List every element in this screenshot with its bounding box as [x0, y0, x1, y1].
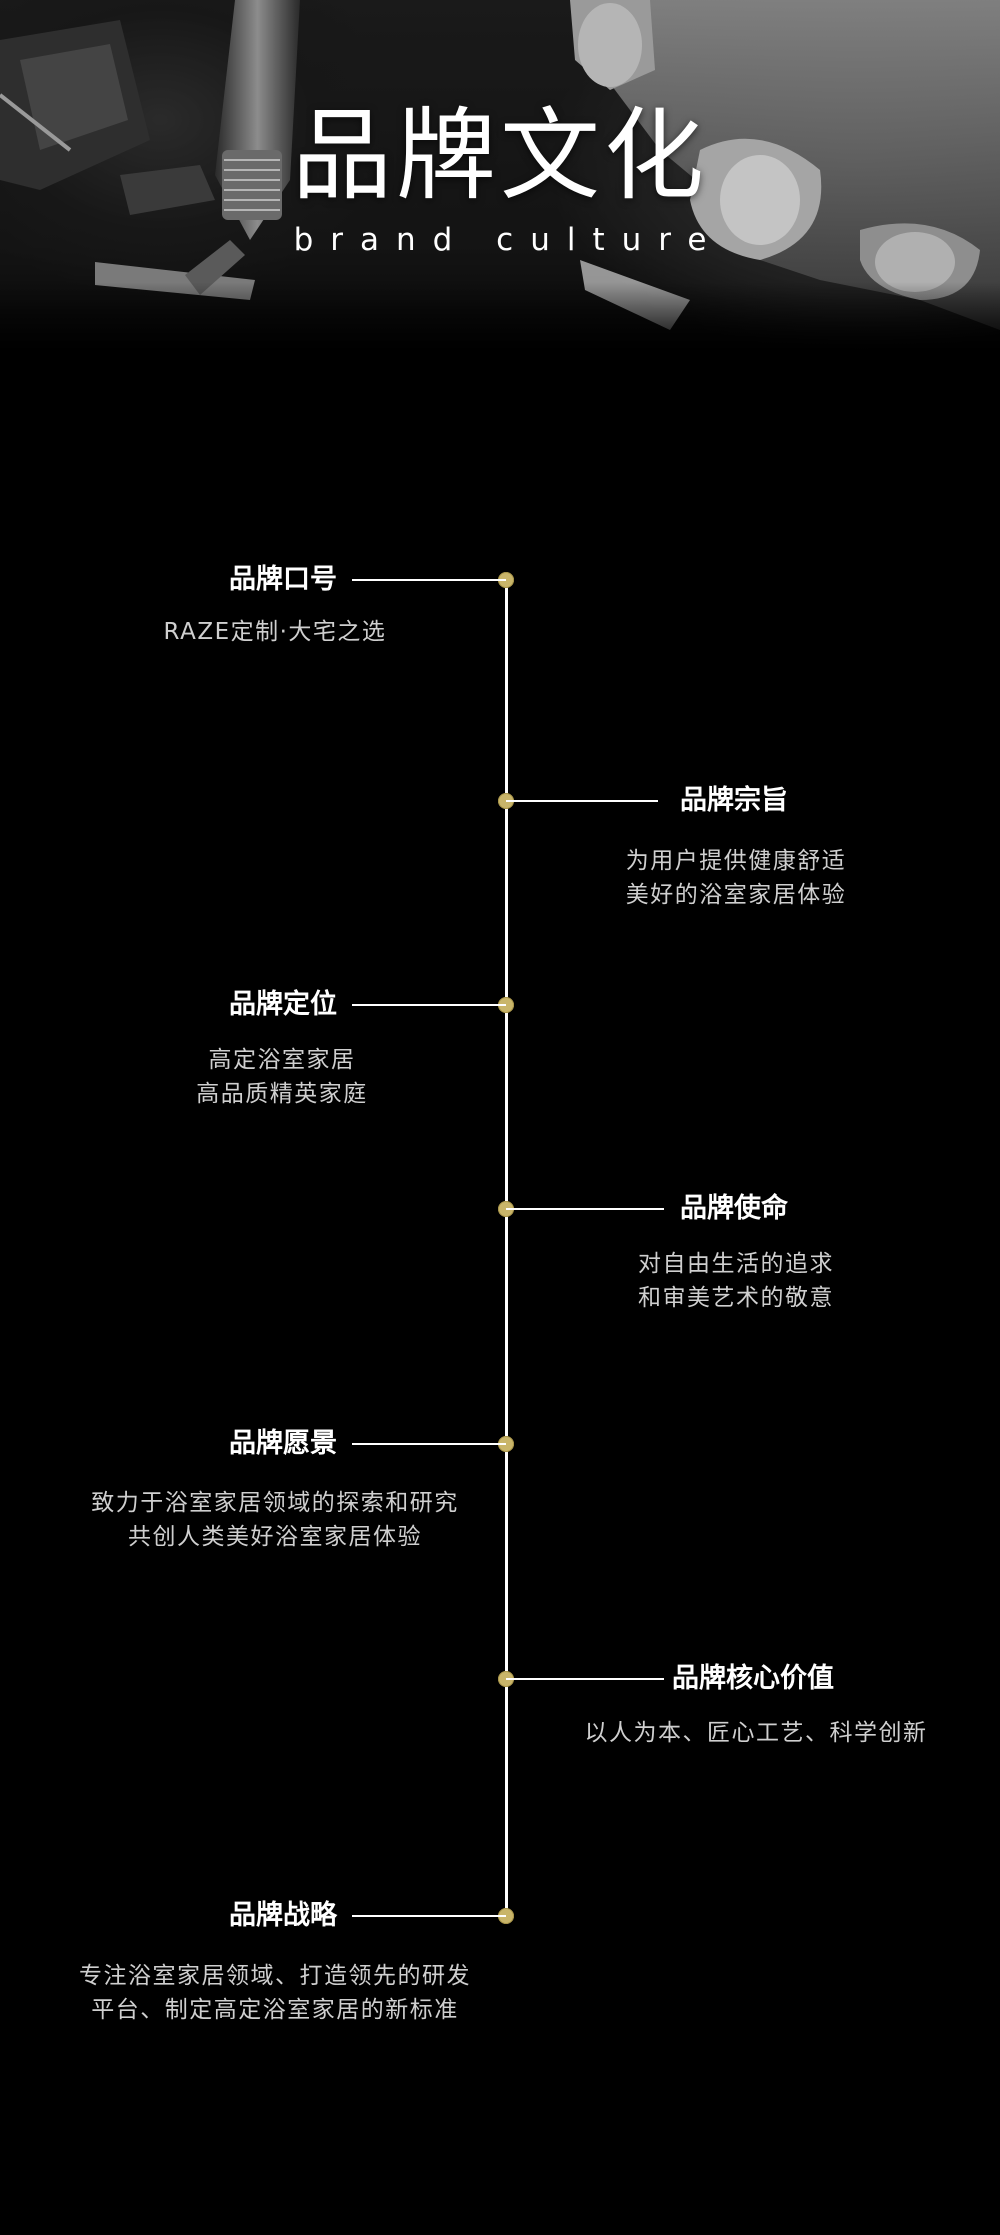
node-description: 致力于浴室家居领域的探索和研究 共创人类美好浴室家居体验 [65, 1486, 485, 1554]
node-description: 专注浴室家居领域、打造领先的研发 平台、制定高定浴室家居的新标准 [65, 1959, 485, 2027]
node-title: 品牌宗旨 [680, 785, 788, 816]
timeline-dot [498, 1908, 514, 1924]
timeline-connector [506, 1208, 664, 1210]
node-title: 品牌口号 [229, 564, 337, 595]
node-description-line: 为用户提供健康舒适 [625, 848, 847, 874]
node-description-line: 平台、制定高定浴室家居的新标准 [91, 1997, 459, 2023]
node-description: RAZE定制·大宅之选 [65, 615, 485, 649]
node-title: 品牌使命 [680, 1193, 788, 1224]
node-description-line: 高品质精英家庭 [196, 1081, 368, 1107]
node-description-line: 和审美艺术的敬意 [638, 1285, 834, 1311]
timeline-connector [352, 1915, 506, 1917]
node-description-line: RAZE定制·大宅之选 [163, 619, 387, 645]
hero-fade [0, 282, 1000, 352]
timeline-dot [498, 1436, 514, 1452]
node-description-line: 对自由生活的追求 [638, 1251, 834, 1277]
page-title: 品牌文化 [292, 97, 708, 214]
timeline-connector [506, 800, 658, 802]
timeline-dot [498, 572, 514, 588]
node-description-line: 美好的浴室家居体验 [625, 882, 847, 908]
node-title: 品牌核心价值 [672, 1663, 834, 1694]
page-subtitle: brand culture [293, 222, 724, 258]
node-description-line: 专注浴室家居领域、打造领先的研发 [79, 1963, 471, 1989]
node-title: 品牌愿景 [229, 1428, 337, 1459]
timeline-axis [505, 580, 508, 1916]
node-description: 高定浴室家居 高品质精英家庭 [72, 1043, 492, 1111]
node-title: 品牌战略 [229, 1900, 337, 1931]
node-title: 品牌定位 [229, 989, 337, 1020]
timeline-connector [506, 1678, 664, 1680]
node-description: 为用户提供健康舒适 美好的浴室家居体验 [526, 844, 946, 912]
timeline-connector [352, 1004, 506, 1006]
hero-banner: 品牌文化 brand culture [0, 0, 1000, 352]
node-description: 以人为本、匠心工艺、科学创新 [546, 1716, 966, 1750]
node-description-line: 高定浴室家居 [208, 1047, 356, 1073]
timeline-connector [352, 579, 506, 581]
node-description-line: 致力于浴室家居领域的探索和研究 [91, 1490, 459, 1516]
timeline-dot [498, 997, 514, 1013]
node-description-line: 共创人类美好浴室家居体验 [128, 1524, 422, 1550]
node-description-line: 以人为本、匠心工艺、科学创新 [584, 1720, 928, 1746]
node-description: 对自由生活的追求 和审美艺术的敬意 [526, 1247, 946, 1315]
timeline-connector [352, 1443, 506, 1445]
